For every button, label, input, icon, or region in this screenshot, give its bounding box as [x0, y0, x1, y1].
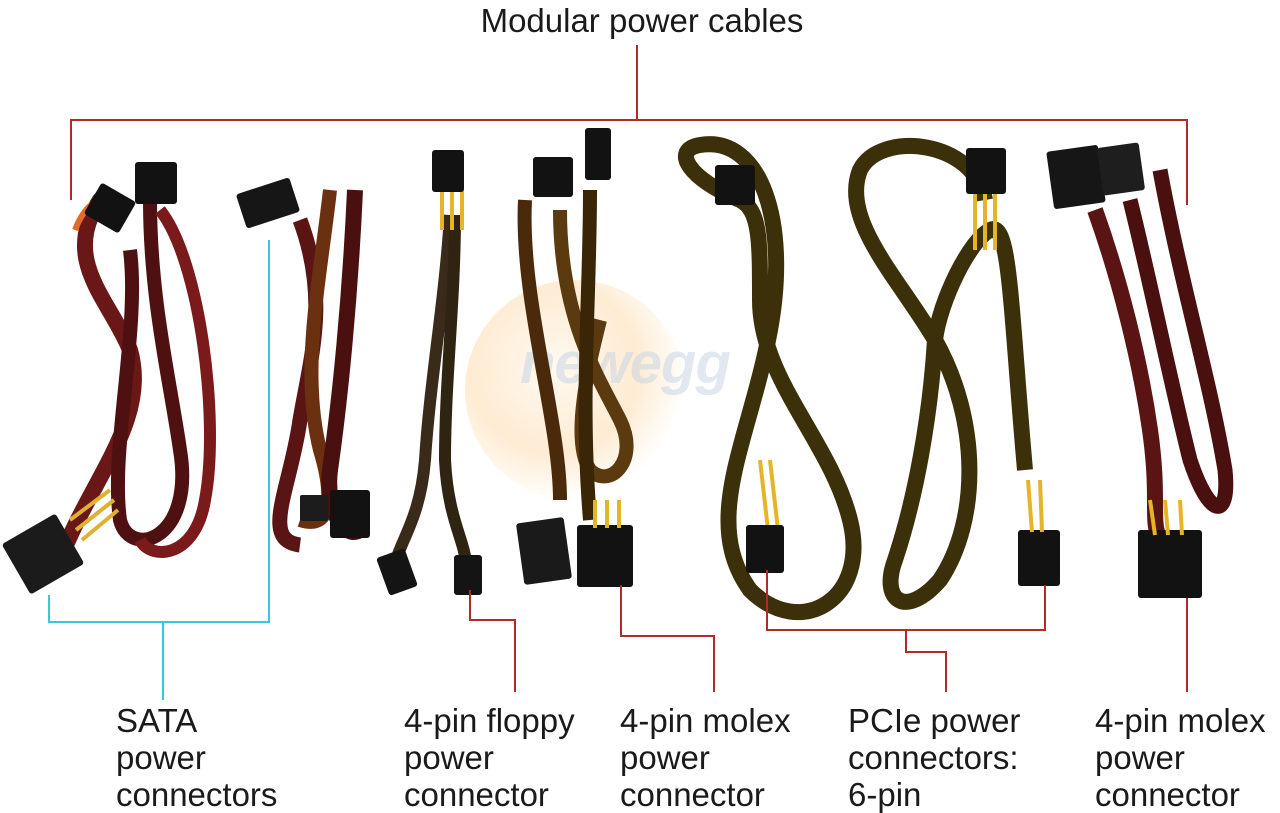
label-sata-line-1: SATA	[116, 702, 198, 739]
label-sata-line-3: connectors	[116, 776, 278, 813]
newegg-watermark: newegg	[520, 331, 731, 396]
label-pcie-line-2: connectors:	[848, 739, 1019, 776]
label-molex-b: 4-pin molex power connector	[1095, 702, 1266, 813]
modular-cables-bracket	[70, 45, 1188, 205]
label-floppy-line-1: 4-pin floppy	[404, 702, 575, 739]
label-pcie-line-1: PCIe power	[848, 702, 1021, 739]
floppy-cable	[376, 150, 482, 596]
sata-cable-1	[2, 162, 216, 594]
label-floppy-line-2: power	[404, 739, 494, 776]
floppy-pointer	[469, 590, 516, 692]
label-sata-line-2: power	[116, 739, 206, 776]
molex-a-pointer	[620, 585, 715, 692]
label-floppy-line-3: connector	[404, 776, 549, 813]
pcie-bracket	[766, 570, 1046, 692]
sata-bracket	[48, 240, 270, 700]
label-molex-b-line-3: connector	[1095, 776, 1240, 813]
label-molex-a-line-3: connector	[620, 776, 765, 813]
label-molex-a-line-2: power	[620, 739, 710, 776]
molex-cable-b	[1046, 142, 1234, 598]
molex-cable-a	[516, 128, 634, 587]
diagram-title: Modular power cables	[480, 2, 804, 39]
pcie-cable-2	[848, 138, 1060, 610]
pcie-cable-1	[678, 136, 862, 621]
label-pcie-line-3: 6-pin	[848, 776, 922, 813]
label-floppy: 4-pin floppy power connector	[404, 702, 575, 813]
label-pcie: PCIe power connectors: 6-pin	[848, 702, 1020, 813]
label-molex-a: 4-pin molex power connector	[620, 702, 791, 813]
label-sata: SATA power connectors	[116, 702, 277, 813]
label-molex-a-line-1: 4-pin molex	[620, 702, 791, 739]
sata-cable-2	[236, 178, 370, 553]
label-molex-b-line-2: power	[1095, 739, 1185, 776]
label-molex-b-line-1: 4-pin molex	[1095, 702, 1266, 739]
